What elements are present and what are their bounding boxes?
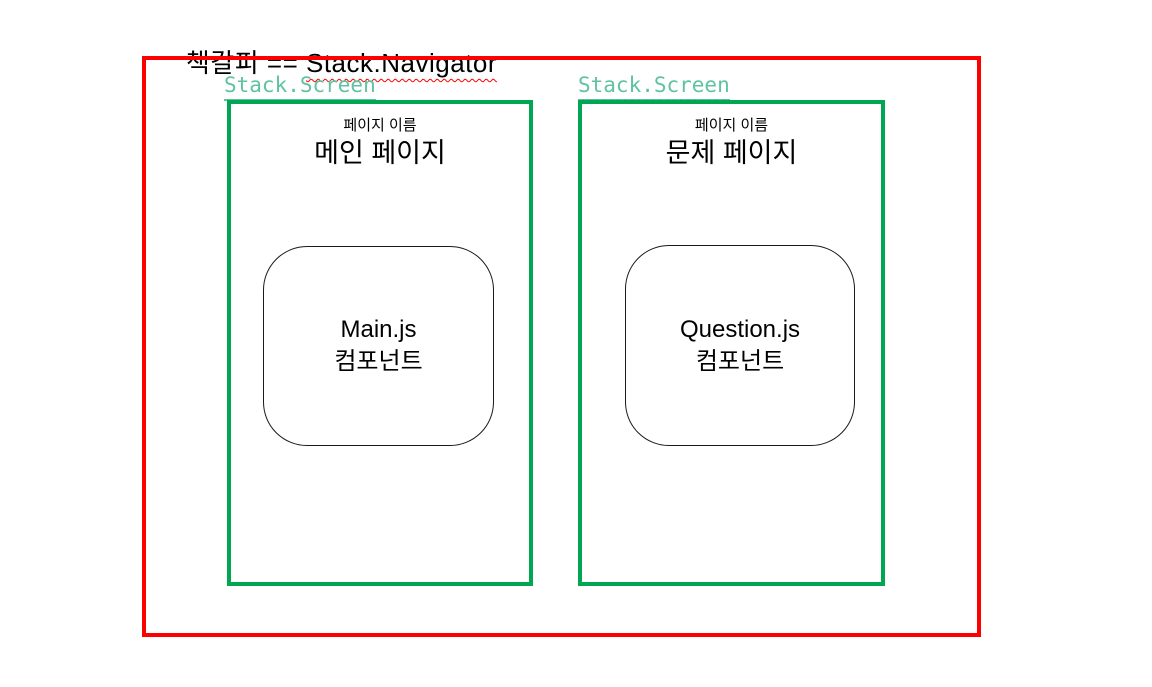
page-name-caption: 페이지 이름 xyxy=(694,117,769,134)
stack-navigator-frame xyxy=(142,56,981,637)
component-name: Question.js xyxy=(679,315,801,343)
title-prefix: 책갈피 == xyxy=(185,48,306,78)
component-caption: 컴포넌트 xyxy=(695,347,785,375)
screen-label-question-text: Stack.Screen xyxy=(578,72,730,101)
page-name: 메인 페이지 xyxy=(314,138,446,168)
page-name-caption: 페이지 이름 xyxy=(343,117,417,134)
stack-screen-question: 페이지 이름 문제 페이지 Question.js 컴포넌트 xyxy=(578,100,885,586)
component-box-question: Question.js 컴포넌트 xyxy=(625,245,855,446)
stack-screen-main: 페이지 이름 메인 페이지 Main.js 컴포넌트 xyxy=(227,100,533,586)
screen-label-main-text: Stack.Screen xyxy=(224,72,376,101)
component-name: Main.js xyxy=(340,316,417,343)
component-caption: 컴포넌트 xyxy=(334,348,423,375)
page-name: 문제 페이지 xyxy=(665,138,798,168)
screen-label-question: Stack.Screen xyxy=(578,72,730,101)
screen-label-main: Stack.Screen xyxy=(224,72,376,101)
component-box-main: Main.js 컴포넌트 xyxy=(263,246,494,446)
slide-title: 책갈피 == Stack.Navigator xyxy=(155,12,497,114)
title-term: Stack.Navigator xyxy=(305,48,498,78)
